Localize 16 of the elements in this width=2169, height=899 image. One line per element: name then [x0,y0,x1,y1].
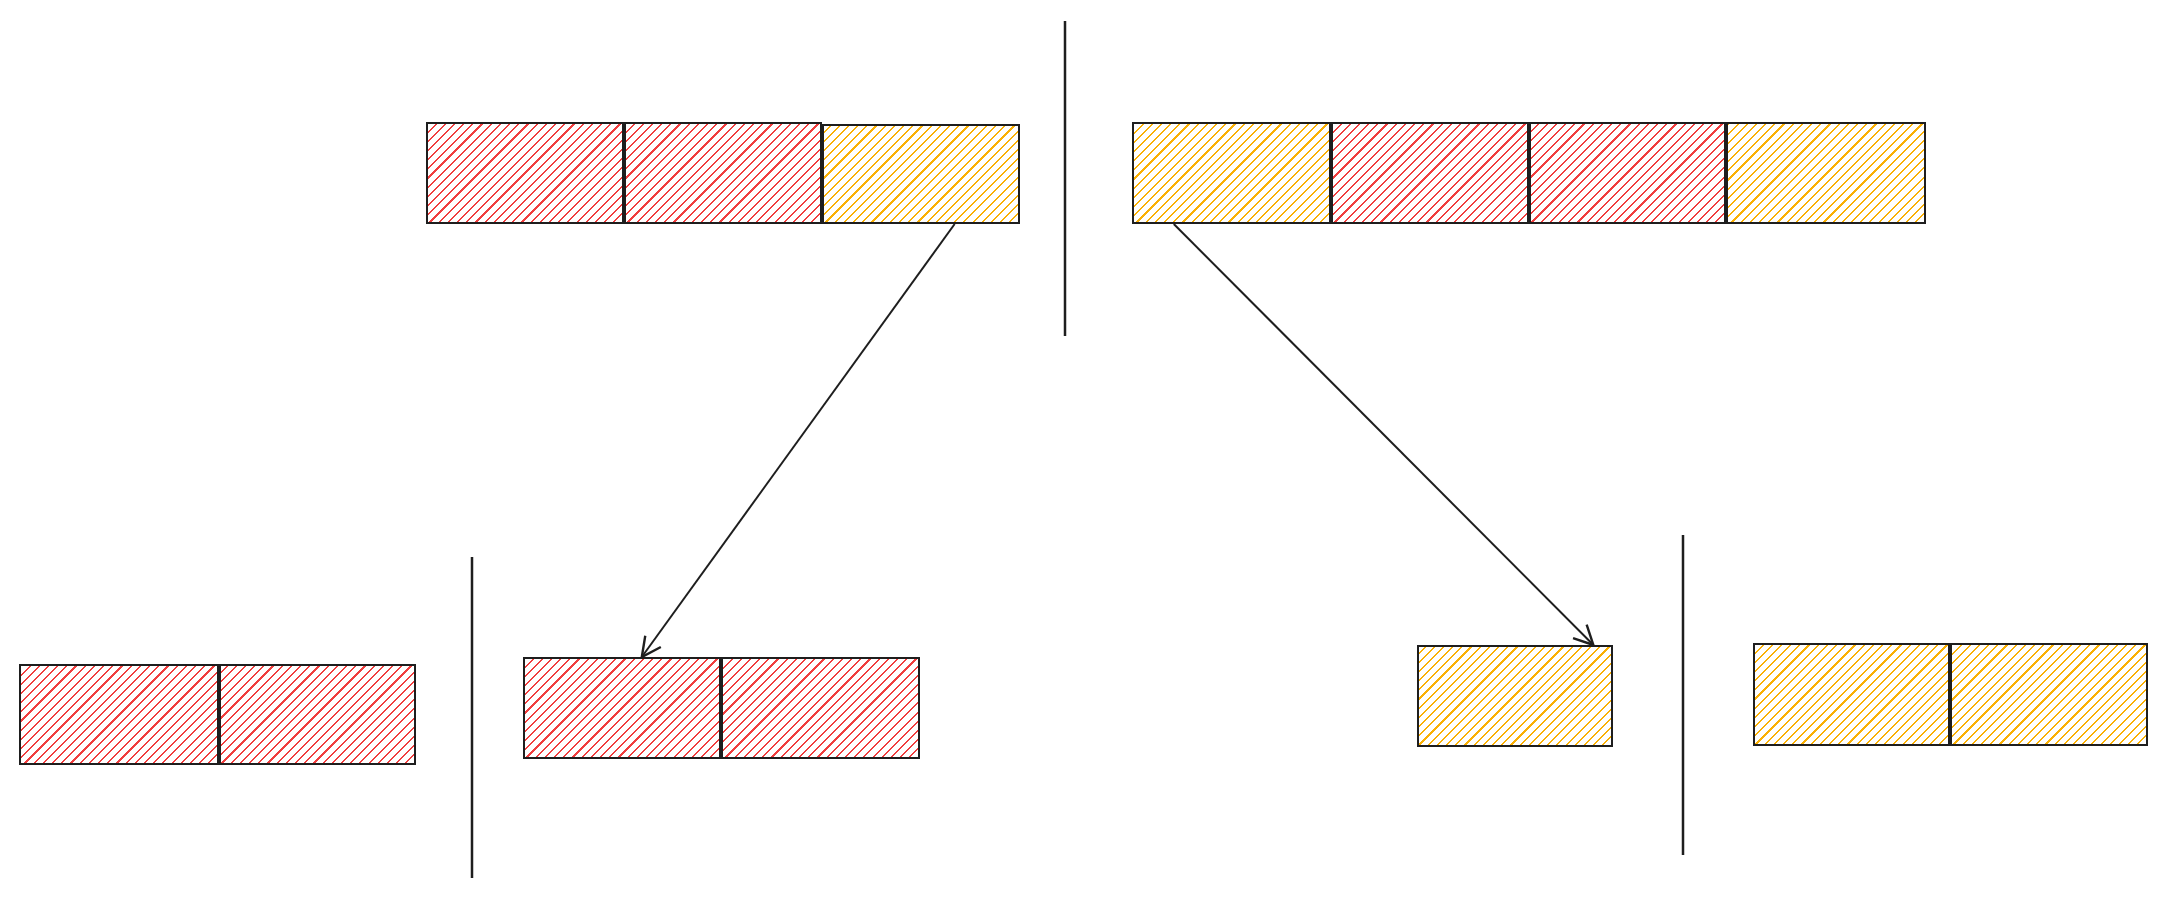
hatched-block [426,122,624,224]
hatched-block [1753,643,1950,746]
arrow [640,223,956,659]
hatched-block [523,657,721,759]
hatched-block [1950,643,2148,746]
hatched-block [1331,122,1529,224]
hatched-block [1529,122,1726,224]
hatched-block [1726,122,1926,224]
hatched-block [1417,645,1613,747]
hatched-block [19,664,219,765]
arrow [1172,223,1595,647]
hatched-block [822,124,1020,224]
hatched-block [1132,122,1331,224]
hatched-block [219,664,416,765]
hatched-block [624,122,822,224]
hatched-block [721,657,920,759]
